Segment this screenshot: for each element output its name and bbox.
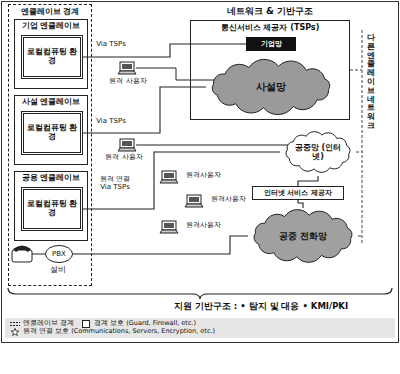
laptop-icon <box>118 139 136 151</box>
link-label: Via TSPs <box>90 40 132 48</box>
node-text: 로컬컴퓨팅 환경 <box>26 124 78 141</box>
enclave-box: 공용 엔클레이브로컬컴퓨팅 환경 <box>14 171 88 241</box>
node-text: 엔클레이브 경계 <box>21 7 80 16</box>
external-link <box>358 236 362 237</box>
enclave-box: 사설 엔클레이브로컬컴퓨팅 환경 <box>14 95 88 165</box>
legend-text: 원격 연결 보호 (Communications, Servers, Encry… <box>23 328 215 336</box>
remote-user-label: 원격사용자 <box>206 195 250 203</box>
node-text: 기업 엔클레이브 <box>22 22 81 31</box>
link-label: Via TSPs <box>90 117 132 125</box>
node-text: 공중 전화망 <box>279 231 327 241</box>
legend-sample <box>9 320 21 328</box>
node-text: 사설망 <box>256 81 286 93</box>
laptop-icon <box>118 62 136 74</box>
local-computing-box: 로컬컴퓨팅 환경 <box>21 111 83 155</box>
legend-item: 경계 보호 (Guard, Firewall, etc.) <box>80 320 196 328</box>
node-text: PBX <box>52 250 66 258</box>
network-link <box>298 200 303 208</box>
telephone-network-cloud: 공중 전화망 <box>248 208 358 264</box>
corporate-network-box: 기업망 <box>246 37 296 51</box>
remote-user-label: 원격 사용자 <box>100 153 148 161</box>
node-text: 사설 엔클레이브 <box>22 98 81 107</box>
phone-wire <box>32 254 45 255</box>
legend-sample <box>80 320 92 328</box>
private-network-cloud: 사설망 <box>206 59 336 115</box>
remote-link <box>136 68 214 80</box>
equipment-label: 설비 <box>43 266 73 275</box>
network-link <box>83 152 280 209</box>
support-bracket <box>8 288 392 299</box>
network-link <box>298 176 318 186</box>
remote-link <box>136 145 292 146</box>
node-text: 기업망 <box>261 40 282 48</box>
legend-text: 엔클레이브 경계 <box>23 320 74 328</box>
support-note: 지원 기반구조 : • 탐지 및 대응 • KMI/PKI <box>130 302 392 312</box>
internet-cloud: 공중망 (인터넷) <box>280 128 356 176</box>
legend-sample <box>9 328 21 336</box>
link-label: 원격 연결 Via TSPs <box>95 175 135 191</box>
node-text: 공용 엔클레이브 <box>22 174 81 183</box>
remote-user-label: 원격 사용자 <box>100 77 156 85</box>
remote-user-label: 원격사용자 <box>181 221 225 229</box>
network-link <box>73 236 248 254</box>
isp-box: 인터넷 서비스 제공자 <box>252 186 344 200</box>
node-text: 통신서비스 제공자 (TSPs) <box>221 23 320 32</box>
enclave-boundary: 엔클레이브 경계기업 엔클레이브로컬컴퓨팅 환경사설 엔클레이브로컬컴퓨팅 환경… <box>8 4 92 286</box>
legend-item: 원격 연결 보호 (Communications, Servers, Encry… <box>9 328 215 336</box>
section-heading: 네트워크 & 기반구조 <box>190 6 350 16</box>
node-text: 로컬컴퓨팅 환경 <box>26 48 78 65</box>
external-link <box>362 30 363 245</box>
network-link <box>83 87 206 133</box>
side-note: 다른 엔클레이브 네트워크 <box>367 34 375 131</box>
legend-text: 경계 보호 (Guard, Firewall, etc.) <box>94 320 196 328</box>
legend: 엔클레이브 경계 경계 보호 (Guard, Firewall, etc.)원격 … <box>5 318 395 338</box>
enclave-box: 기업 엔클레이브로컬컴퓨팅 환경 <box>14 19 88 89</box>
local-computing-box: 로컬컴퓨팅 환경 <box>21 187 83 231</box>
external-link <box>356 152 362 153</box>
legend-item: 엔클레이브 경계 <box>9 320 74 328</box>
phone-icon <box>12 246 32 263</box>
laptop-icon <box>160 171 178 183</box>
node-text: 인터넷 서비스 제공자 <box>264 189 332 197</box>
laptop-icon <box>160 221 178 233</box>
local-computing-box: 로컬컴퓨팅 환경 <box>21 35 83 79</box>
tsp-region: 통신서비스 제공자 (TSPs) 기업망사설망 <box>190 20 350 120</box>
external-link <box>350 70 362 71</box>
pbx-circle: PBX <box>45 245 73 263</box>
laptop-icon <box>185 195 203 207</box>
node-text: 공중망 (인터넷) <box>292 143 344 161</box>
figure-frame <box>2 2 399 343</box>
remote-user-label: 원격사용자 <box>181 171 225 179</box>
node-text: 로컬컴퓨팅 환경 <box>26 200 78 217</box>
